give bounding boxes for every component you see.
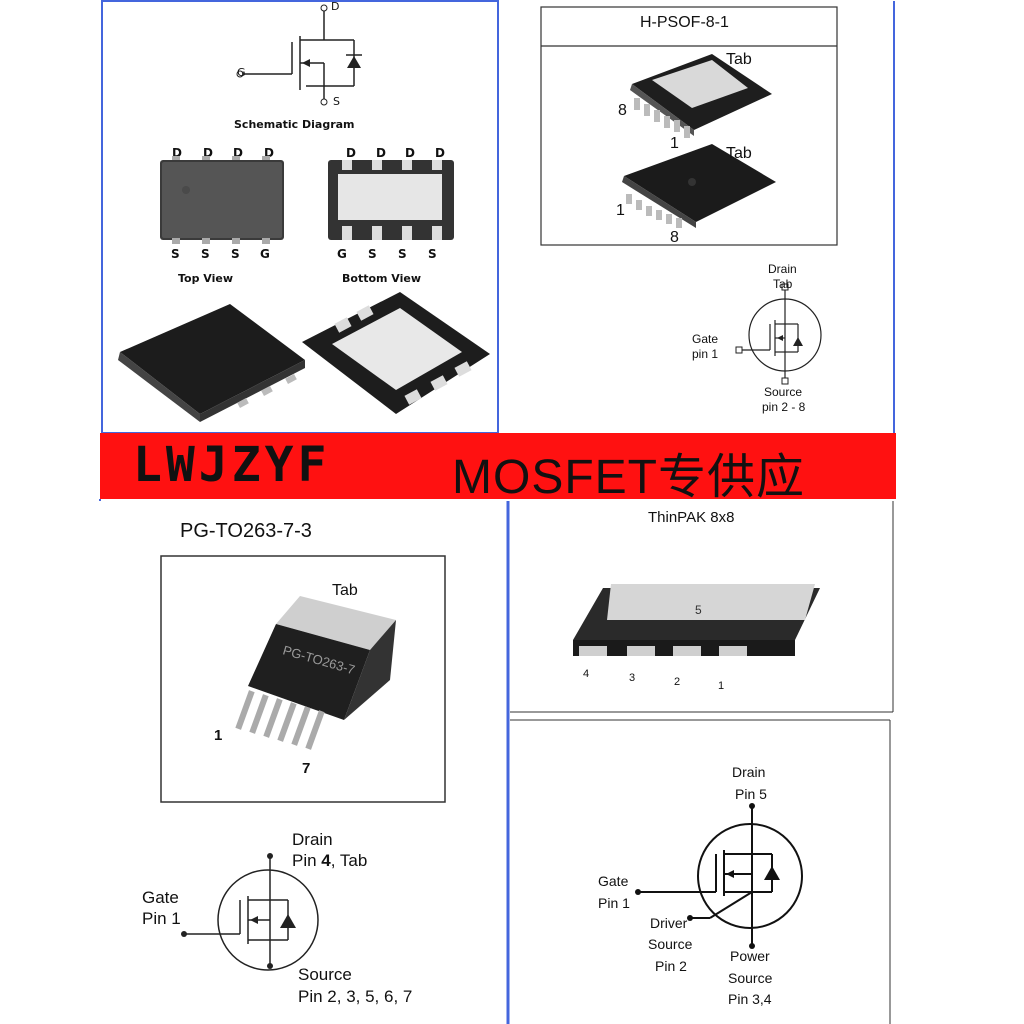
tab-label-bottom: Tab <box>726 145 752 162</box>
package-title: PG-TO263-7-3 <box>180 520 312 542</box>
schematic-caption: Schematic Diagram <box>234 118 355 131</box>
pin-label: S <box>231 247 240 261</box>
drain-pin-number: 4 <box>321 851 331 870</box>
banner-slogan: MOSFET专供应 <box>452 451 805 504</box>
top-view-chip <box>160 156 284 244</box>
pin-label: S <box>428 247 437 261</box>
drain-label: Drain <box>768 262 797 276</box>
schematic-source-label: S <box>333 95 340 108</box>
driver-source-label: Driver <box>650 915 688 931</box>
source-label: Source <box>764 385 803 399</box>
gate-label: Gate <box>598 873 629 889</box>
drain-pin-label: Pin 5 <box>735 786 767 802</box>
power-source-pin: Pin 3,4 <box>728 991 772 1007</box>
schematic-drain-label: D <box>331 0 340 13</box>
driver-source-pin: Pin 2 <box>655 958 687 974</box>
bottom-view-caption: Bottom View <box>342 272 422 285</box>
pin-label: G <box>260 247 270 261</box>
pin-label: S <box>171 247 180 261</box>
driver-source-sub: Source <box>648 936 693 952</box>
promo-banner: LWJZYF MOSFET专供应 <box>100 433 896 504</box>
pin-label: D <box>233 146 243 160</box>
pin-label: G <box>337 247 347 261</box>
package-title: ThinPAK 8x8 <box>648 509 735 526</box>
gate-pin-label: Pin 1 <box>142 909 181 928</box>
dfn-3d-bottom-render <box>302 292 490 414</box>
drain-label: Drain <box>732 764 766 780</box>
hpsof-schematic-symbol <box>735 283 822 385</box>
power-source-label: Power <box>730 948 770 964</box>
pin-label: D <box>405 146 415 160</box>
hpsof-bottom-render <box>622 144 776 228</box>
to263-schematic-symbol <box>181 853 319 971</box>
source-pin-label: Pin 2, 3, 5, 6, 7 <box>298 987 413 1006</box>
hpsof-title-box <box>540 6 838 246</box>
pin-label: S <box>201 247 210 261</box>
package-title: H-PSOF-8-1 <box>640 14 729 31</box>
dfn-3d-top-render <box>118 304 305 422</box>
gate-label: Gate <box>692 332 719 346</box>
power-source-sub: Source <box>728 970 773 986</box>
hpsof-top-render <box>630 54 772 138</box>
pin-label: D <box>346 146 356 160</box>
pin-label: S <box>398 247 407 261</box>
thinpak-schematic-symbol <box>635 803 803 949</box>
source-label: Source <box>298 965 352 984</box>
thinpak-render: 5 <box>573 584 820 656</box>
pin1-label-bottom: 1 <box>616 202 625 219</box>
pin-label: 1 <box>718 680 725 692</box>
pin-label: D <box>172 146 182 160</box>
pad-label: 5 <box>695 603 702 617</box>
pin-label: D <box>264 146 274 160</box>
drain-label: Drain <box>292 830 333 849</box>
pin1-label: 1 <box>214 727 223 744</box>
pin1-label-top: 1 <box>670 135 679 152</box>
to263-box <box>160 555 446 803</box>
bottom-view-chip <box>328 160 454 240</box>
drain-pin-suffix: , Tab <box>330 851 368 870</box>
top-view-caption: Top View <box>178 272 234 285</box>
pin-label: S <box>368 247 377 261</box>
tab-label: Tab <box>332 582 358 599</box>
brand-text: LWJZYF <box>133 437 331 493</box>
pin-label: 2 <box>674 676 681 688</box>
pin-label: 3 <box>629 672 636 684</box>
gate-pin-label: Pin 1 <box>598 895 630 911</box>
source-pin-label: pin 2 - 8 <box>762 400 806 414</box>
drain-pin-prefix: Pin <box>292 851 322 870</box>
pin8-label-top: 8 <box>618 102 627 119</box>
pin8-label-bottom: 8 <box>670 229 679 246</box>
pin-label: D <box>435 146 445 160</box>
pin-label: 4 <box>583 668 590 680</box>
gate-label: Gate <box>142 888 179 907</box>
pin-label: D <box>376 146 386 160</box>
pin7-label: 7 <box>302 760 311 777</box>
schematic-gate-label: G <box>237 66 246 79</box>
tab-label-top: Tab <box>726 51 752 68</box>
drain-tab-label: Tab <box>773 277 793 291</box>
schematic-symbol-dfn <box>236 4 362 106</box>
gate-pin-label: pin 1 <box>692 347 719 361</box>
pin-label: D <box>203 146 213 160</box>
drain-pin-label: Pin 4, Tab <box>292 851 367 871</box>
to263-render: PG-TO263-7 <box>235 596 396 750</box>
